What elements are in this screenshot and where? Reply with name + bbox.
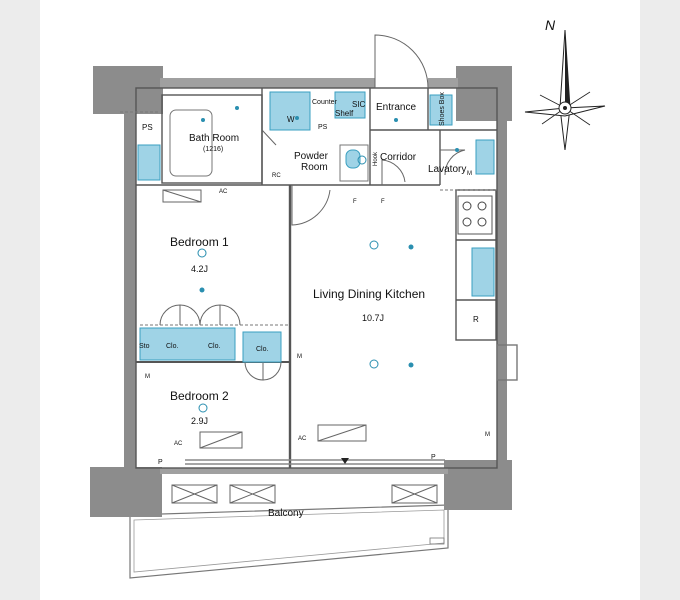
hook-label: Hook xyxy=(373,151,379,166)
room-labels: N PS Bath Room (1216) Counter W PS SIC S… xyxy=(139,17,556,519)
f-label-2: F xyxy=(381,199,385,205)
ldk-label: Living Dining Kitchen xyxy=(313,287,425,301)
powder-label-2: Room xyxy=(301,162,328,173)
bath-room-label: Bath Room xyxy=(189,133,239,144)
north-label: N xyxy=(545,17,556,33)
door-swings xyxy=(159,34,466,381)
stove xyxy=(457,195,493,235)
f-label-1: F xyxy=(353,199,357,205)
m-label-1: M xyxy=(145,374,150,380)
dashed-lines xyxy=(120,111,497,326)
bedroom1-label: Bedroom 1 xyxy=(170,235,229,249)
m-label-3: M xyxy=(485,432,490,438)
rc-label: RC xyxy=(272,173,281,179)
balcony-area xyxy=(129,504,449,579)
sic-label: SIC xyxy=(352,100,366,109)
shoes-box-label: Shoes Box xyxy=(439,92,446,126)
exterior-walls xyxy=(90,66,512,517)
w-label: W xyxy=(287,115,295,124)
kitchen-sink xyxy=(471,247,495,297)
clo-label-2: Clo. xyxy=(208,343,221,350)
interior-walls xyxy=(135,87,518,469)
balcony-label: Balcony xyxy=(268,508,304,519)
light-dots xyxy=(199,106,459,368)
lavatory-label: Lavatory xyxy=(428,164,466,175)
bathtub xyxy=(169,109,213,177)
bedroom2-label: Bedroom 2 xyxy=(170,389,229,403)
entrance-label: Entrance xyxy=(376,102,416,113)
r-label: R xyxy=(473,315,479,324)
ac-label-3: AC xyxy=(298,436,307,442)
ac-label-1: AC xyxy=(219,189,228,195)
closet-blue xyxy=(139,327,236,361)
ps-small-label: PS xyxy=(318,124,328,131)
clo-label-3: Clo. xyxy=(256,346,269,353)
washer-area xyxy=(269,91,311,131)
sto-label: Sto xyxy=(139,343,150,350)
window-marks xyxy=(162,189,438,504)
m-label-4: M xyxy=(467,171,472,177)
p-left-label: P xyxy=(158,459,163,466)
lavatory-sink xyxy=(475,139,495,175)
shoes-box xyxy=(429,94,453,126)
bedroom2-size-label: 2.9J xyxy=(191,416,208,426)
fixtures xyxy=(137,91,495,363)
powder-label-1: Powder xyxy=(294,151,329,162)
clo-label-1: Clo. xyxy=(166,343,179,350)
p-right-label: P xyxy=(431,454,436,461)
ac-label-2: AC xyxy=(174,441,183,447)
ldk-size-label: 10.7J xyxy=(362,313,384,323)
bedroom1-size-label: 4.2J xyxy=(191,264,208,274)
corridor-label: Corridor xyxy=(380,152,417,163)
shelf-label: Shelf xyxy=(335,109,354,118)
counter-label: Counter xyxy=(312,99,338,106)
stove-burners xyxy=(462,201,487,227)
compass-icon xyxy=(524,29,606,151)
m-label-2: M xyxy=(297,354,302,360)
bath-size-label: (1216) xyxy=(203,146,223,153)
entry-arrow-icon xyxy=(341,458,349,464)
light-rings xyxy=(197,155,379,413)
ps-left-label: PS xyxy=(142,123,153,132)
